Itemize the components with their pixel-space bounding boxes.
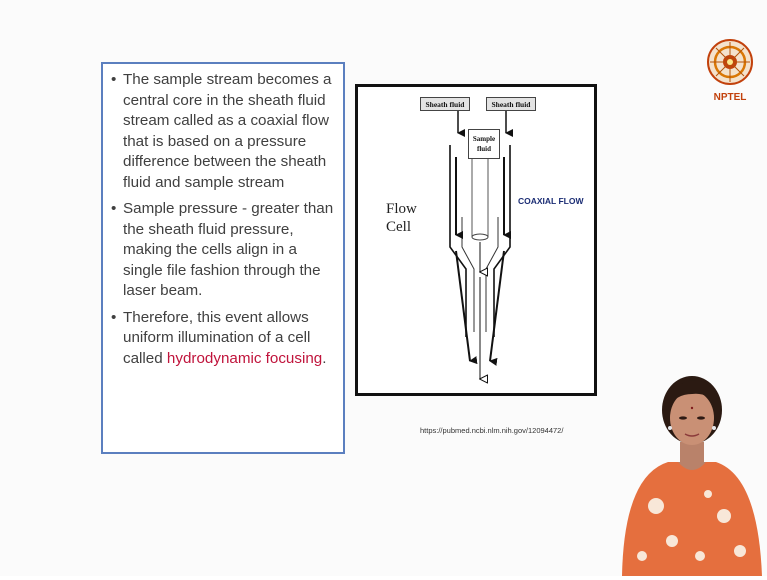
sample-tube-end: [472, 234, 488, 240]
converging-arrow-right: [490, 251, 504, 361]
sample-fluid-label: Sample fluid: [468, 129, 500, 159]
bullet-2-text: Sample pressure - greater than the sheat…: [123, 200, 333, 299]
bullet-3-end: .: [322, 350, 326, 367]
flow-cell-label: Flow Cell: [386, 200, 417, 236]
flow-cell-line1: Flow: [386, 200, 417, 218]
flow-cell-line2: Cell: [386, 218, 417, 236]
sheath-fluid-right-label: Sheath fluid: [486, 97, 536, 111]
presenter-icon: [612, 366, 767, 576]
coaxial-flow-label: COAXIAL FLOW: [518, 196, 583, 206]
bullet-dot: •: [111, 308, 116, 329]
nptel-logo: NPTEL: [706, 38, 754, 110]
nptel-emblem-icon: [706, 38, 754, 90]
presenter-video: [612, 366, 767, 576]
flow-cell-diagram: Sheath fluid Sheath fluid Sample fluid F…: [355, 84, 597, 396]
bullet-1-text: The sample stream becomes a central core…: [123, 71, 332, 191]
highlight-term: hydrodynamic focusing: [167, 350, 322, 367]
sheath-fluid-left-label: Sheath fluid: [420, 97, 470, 111]
bullet-text-box: • The sample stream becomes a central co…: [101, 62, 345, 454]
sample-fluid-line2: fluid: [469, 144, 499, 154]
nptel-logo-text: NPTEL: [706, 92, 754, 103]
bullet-2: • Sample pressure - greater than the she…: [111, 199, 337, 302]
bullet-3: • Therefore, this event allows uniform i…: [111, 308, 337, 370]
converging-arrow-left: [456, 251, 470, 361]
source-link[interactable]: https://pubmed.ncbi.nlm.nih.gov/12094472…: [420, 426, 563, 435]
bullet-dot: •: [111, 70, 116, 91]
bullet-1: • The sample stream becomes a central co…: [111, 70, 337, 193]
sample-fluid-line1: Sample: [469, 134, 499, 144]
bullet-dot: •: [111, 199, 116, 220]
